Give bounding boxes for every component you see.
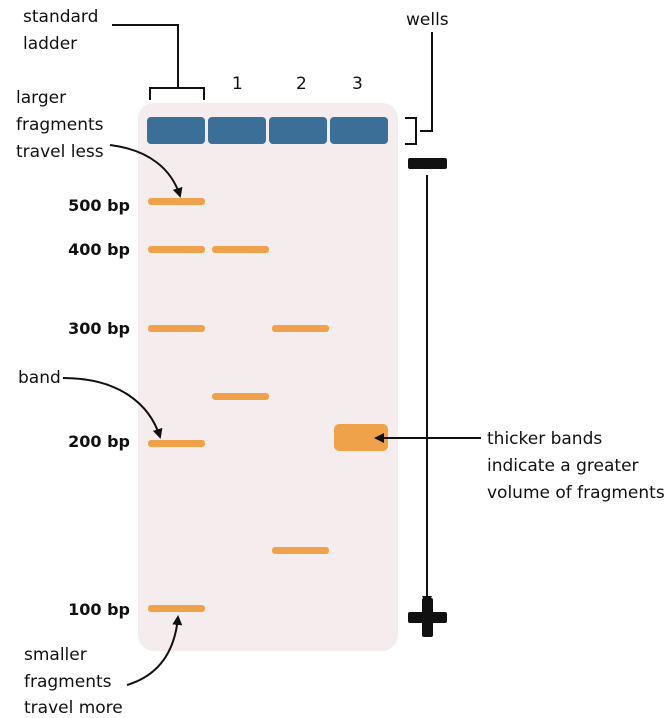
wells-label: wells xyxy=(406,10,449,30)
lane-number-2: 2 xyxy=(296,74,307,94)
well-lane-3 xyxy=(330,117,388,144)
size-label-400: 400 bp xyxy=(68,240,130,259)
smaller-line3: travel more xyxy=(24,698,123,718)
well-ladder xyxy=(147,117,205,144)
band-ladder-500 xyxy=(148,198,205,205)
gel xyxy=(138,103,398,651)
larger-arrow xyxy=(109,144,183,198)
band-ladder-400 xyxy=(148,246,205,253)
smaller-arrow xyxy=(126,615,183,686)
smaller-line2: fragments xyxy=(24,672,112,692)
negative-electrode-icon xyxy=(408,158,447,169)
band-ladder-200 xyxy=(148,440,205,447)
size-label-300: 300 bp xyxy=(68,319,130,338)
positive-electrode-icon xyxy=(408,598,447,637)
size-label-100: 100 bp xyxy=(68,600,130,619)
band-lane-1-b xyxy=(212,393,269,400)
band-lane-1-a xyxy=(212,246,269,253)
ladder-bracket xyxy=(112,24,205,100)
thicker-line1: thicker bands xyxy=(487,429,602,449)
band-ladder-100 xyxy=(148,605,205,612)
band-ladder-300 xyxy=(148,325,205,332)
band-lane-2-a xyxy=(272,325,329,332)
larger-line1: larger xyxy=(16,88,66,108)
band-lane-2-b xyxy=(272,547,329,554)
larger-line2: fragments xyxy=(16,115,104,135)
ladder-label-line2: ladder xyxy=(23,34,77,54)
ladder-label-line1: standard xyxy=(23,7,98,27)
well-lane-2 xyxy=(269,117,327,144)
band-lane-3-thick xyxy=(334,424,388,451)
band-arrow xyxy=(62,377,163,439)
thicker-line2: indicate a greater xyxy=(487,456,639,476)
wells-bracket xyxy=(405,32,433,145)
lane-number-1: 1 xyxy=(232,74,243,94)
band-label: band xyxy=(18,368,61,388)
wells xyxy=(147,117,388,144)
lane-number-3: 3 xyxy=(352,74,363,94)
larger-line3: travel less xyxy=(16,142,104,162)
size-label-500: 500 bp xyxy=(68,196,130,215)
well-lane-1 xyxy=(208,117,266,144)
smaller-line1: smaller xyxy=(24,645,87,665)
thicker-line3: volume of fragments xyxy=(487,483,665,503)
size-label-200: 200 bp xyxy=(68,432,130,451)
bands xyxy=(148,198,388,612)
